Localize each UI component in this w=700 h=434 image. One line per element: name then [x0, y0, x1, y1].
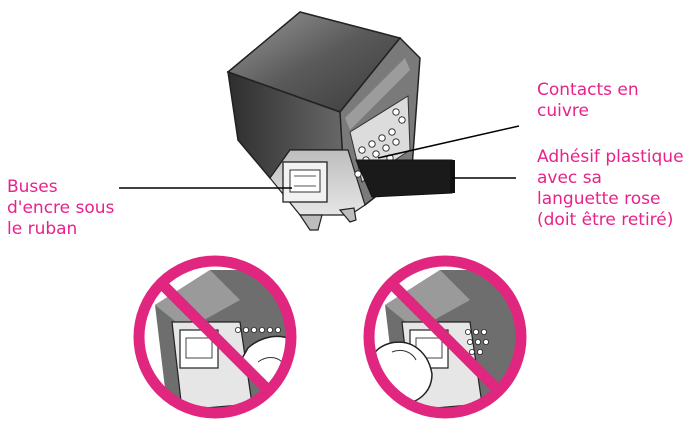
main-cartridge: [226, 11, 455, 231]
label-line: Contacts en: [537, 80, 639, 100]
label-line: avec sa: [537, 168, 602, 188]
no-touch-nozzles-icon: [133, 255, 297, 419]
label-plastic-tape: Adhésif plastique avec sa languette rose…: [537, 147, 684, 231]
label-line: (doit être retiré): [537, 210, 674, 230]
label-line: languette rose: [537, 189, 661, 209]
callout-contacts-line: [377, 125, 520, 159]
label-line: le ruban: [7, 219, 78, 239]
label-line: cuivre: [537, 101, 589, 121]
no-touch-contacts-icon: [363, 255, 527, 419]
label-line: Adhésif plastique: [537, 147, 684, 167]
label-line: Buses: [7, 177, 58, 197]
label-ink-nozzles: Buses d'encre sous le ruban: [7, 177, 114, 240]
label-line: d'encre sous: [7, 198, 115, 218]
label-copper-contacts: Contacts en cuivre: [537, 80, 639, 122]
